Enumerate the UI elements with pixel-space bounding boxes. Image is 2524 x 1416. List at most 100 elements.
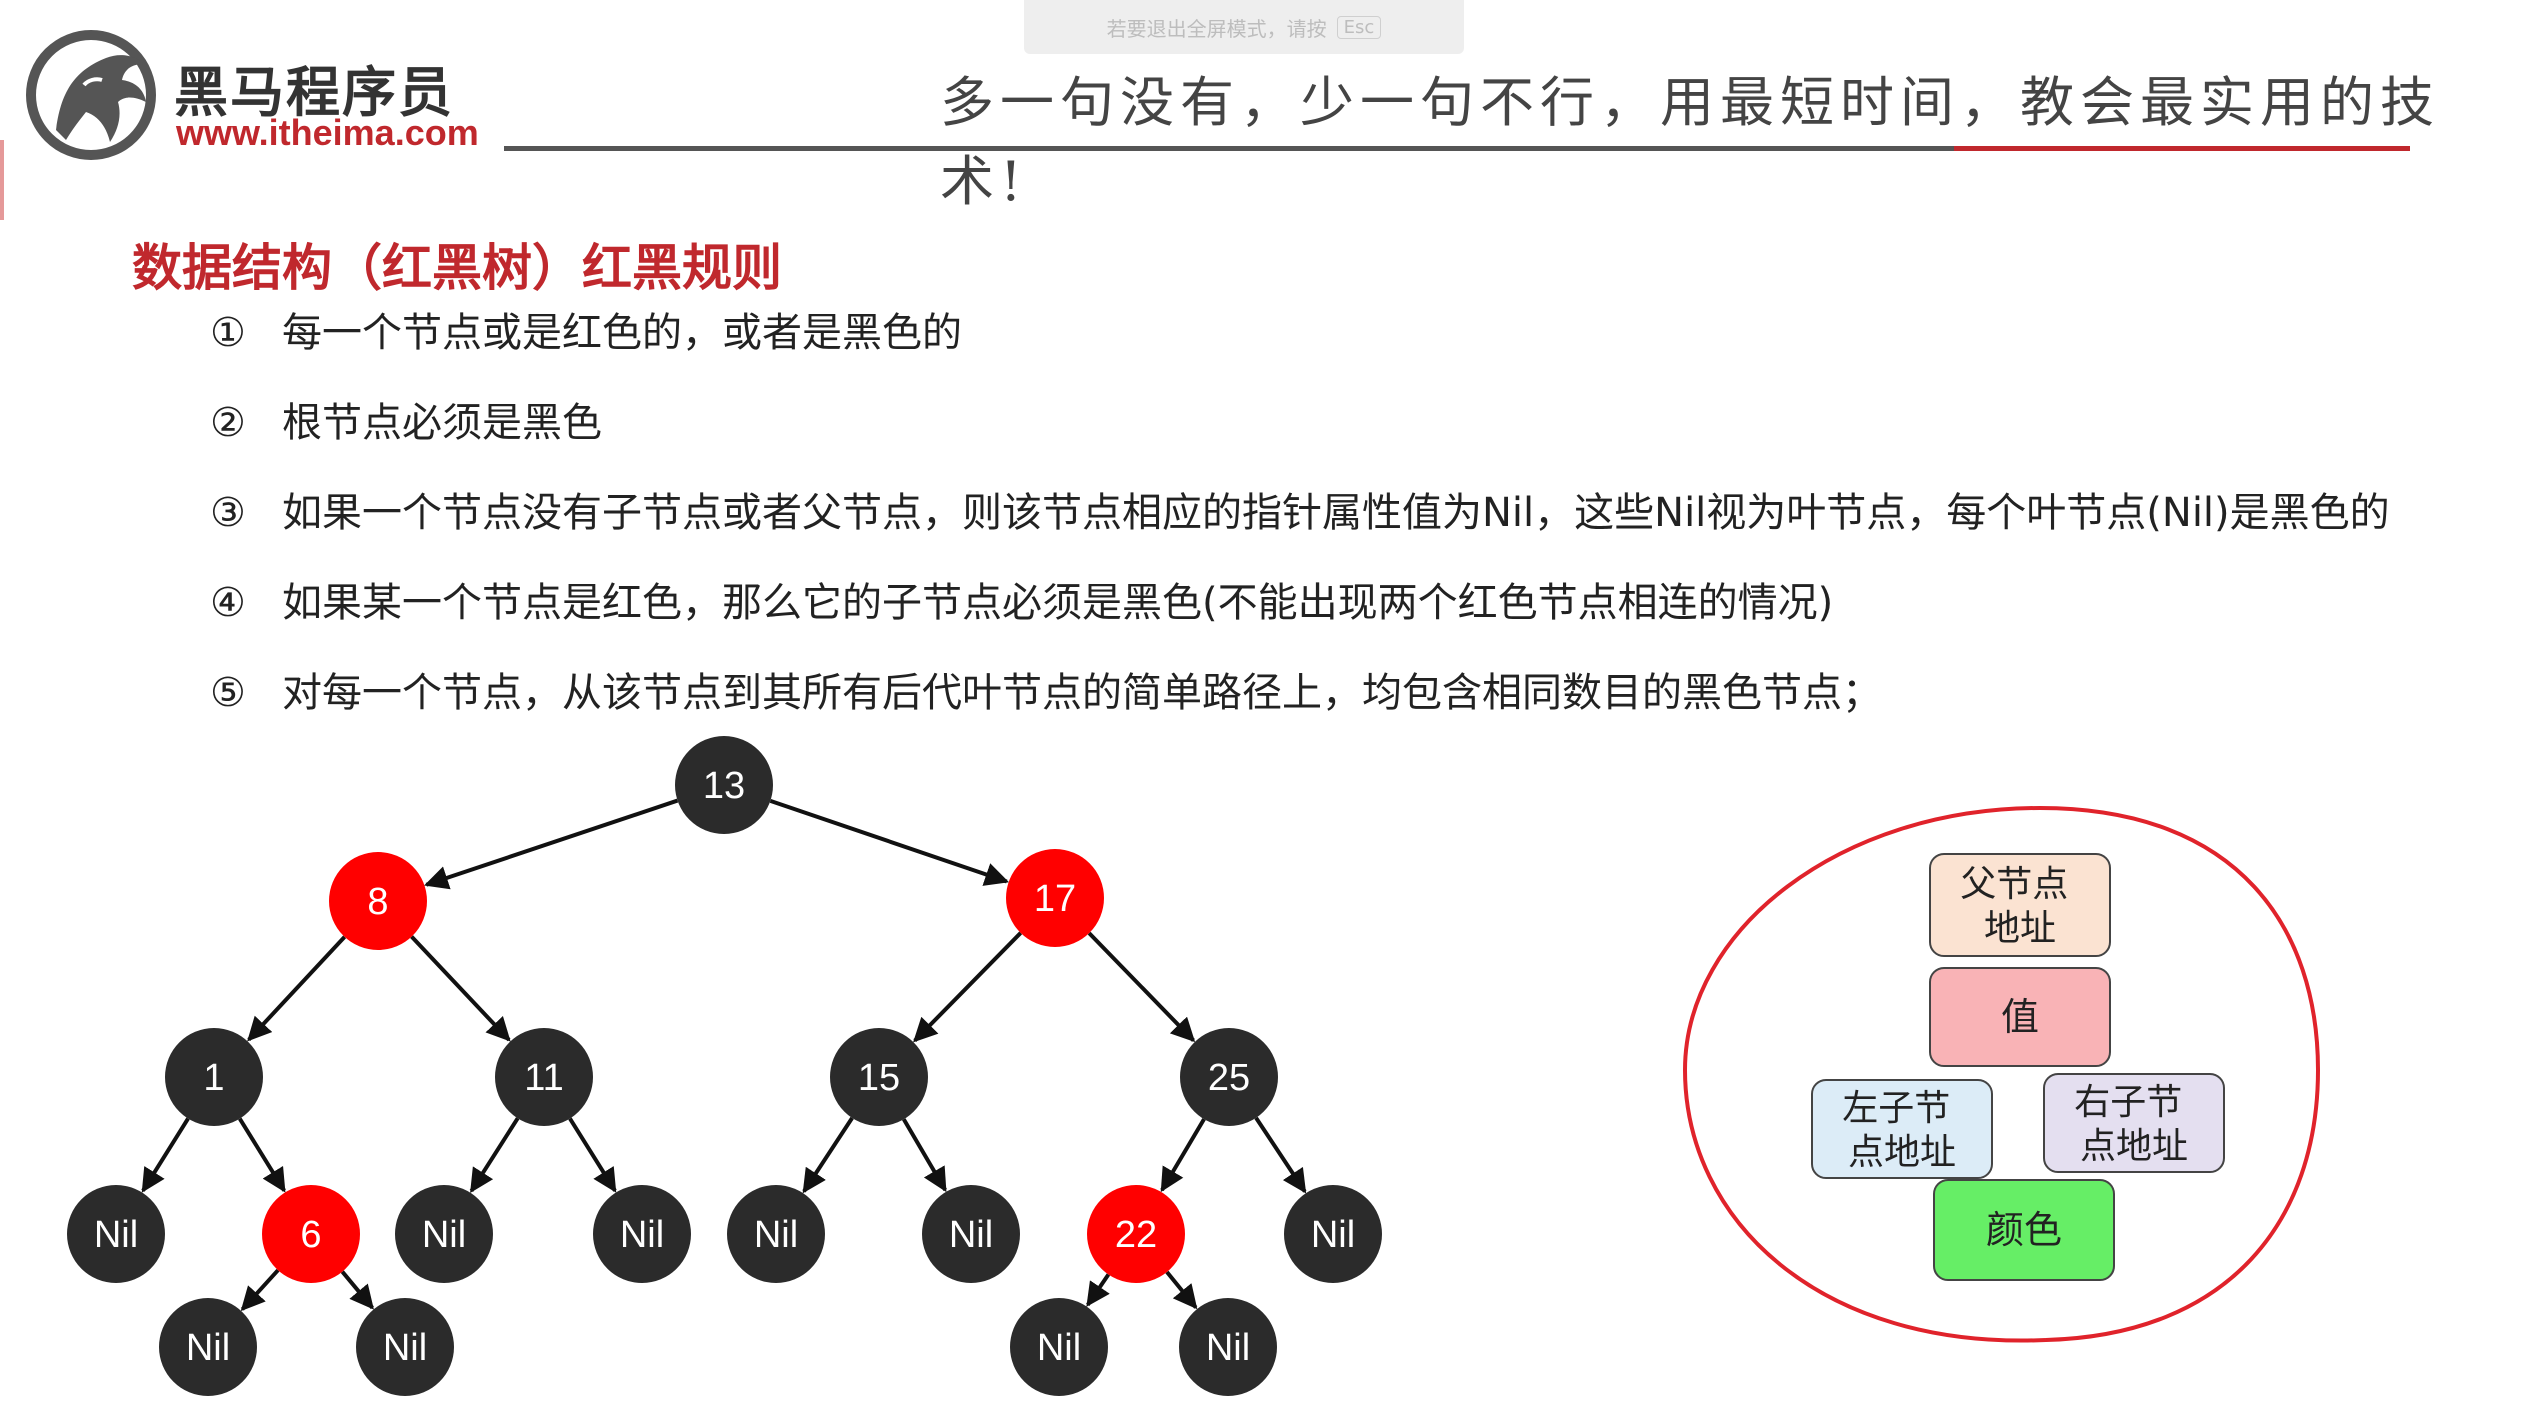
tree-edge-arrow bbox=[568, 1117, 617, 1193]
rule-number: ② bbox=[210, 400, 246, 446]
rule-item: ④ 如果某一个节点是红色，那么它的子节点必须是黑色(不能出现两个红色节点相连的情况… bbox=[210, 570, 1833, 630]
node-label: Nil bbox=[754, 1214, 798, 1256]
node-circle bbox=[67, 1185, 165, 1283]
rule-item: ⑤ 对每一个节点，从该节点到其所有后代叶节点的简单路径上，均包含相同数目的黑色节点… bbox=[210, 660, 1882, 720]
logo-title: 黑马程序员 bbox=[174, 61, 454, 124]
black-tree-node: 25 bbox=[1180, 1028, 1278, 1126]
red-tree-node: 22 bbox=[1087, 1185, 1185, 1283]
highlight-ellipse bbox=[1682, 805, 2321, 1343]
rule-text: 如果一个节点没有子节点或者父节点，则该节点相应的指针属性值为Nil，这些Nil视… bbox=[282, 490, 2390, 536]
header-divider bbox=[504, 146, 1954, 151]
node-label: 6 bbox=[300, 1214, 321, 1256]
node-circle bbox=[1087, 1185, 1185, 1283]
black-tree-node: 1 bbox=[165, 1028, 263, 1126]
tree-edges bbox=[141, 798, 1307, 1312]
nil-leaf-node: Nil bbox=[67, 1185, 165, 1283]
color-label: 颜色 bbox=[1986, 1208, 2062, 1252]
node-circle bbox=[395, 1185, 493, 1283]
node-label: Nil bbox=[422, 1214, 466, 1256]
black-tree-node: 11 bbox=[495, 1028, 593, 1126]
black-tree-node: 13 bbox=[675, 736, 773, 834]
node-label: Nil bbox=[1206, 1327, 1250, 1369]
color-box: 颜色 bbox=[1933, 1179, 2115, 1281]
nil-leaf-node: Nil bbox=[395, 1185, 493, 1283]
nil-leaf-node: Nil bbox=[593, 1185, 691, 1283]
rule-item: ③ 如果一个节点没有子节点或者父节点，则该节点相应的指针属性值为Nil，这些Nil… bbox=[210, 480, 2390, 540]
parent-address-label: 父节点 地址 bbox=[1960, 864, 2079, 949]
node-circle bbox=[593, 1185, 691, 1283]
node-circle bbox=[165, 1028, 263, 1126]
node-label: 25 bbox=[1208, 1057, 1250, 1099]
node-circle bbox=[830, 1028, 928, 1126]
node-label: Nil bbox=[1037, 1327, 1081, 1369]
red-tree-node: 8 bbox=[329, 852, 427, 950]
tree-edge-arrow bbox=[1254, 1116, 1307, 1194]
node-label: 13 bbox=[703, 765, 745, 807]
node-label: Nil bbox=[383, 1327, 427, 1369]
tree-edge-arrow bbox=[1086, 1273, 1111, 1307]
nil-leaf-node: Nil bbox=[1284, 1185, 1382, 1283]
node-circle bbox=[1010, 1298, 1108, 1396]
rule-number: ⑤ bbox=[210, 670, 246, 716]
horse-logo-icon bbox=[26, 30, 156, 160]
node-circle bbox=[1006, 849, 1104, 947]
tree-edge-arrow bbox=[769, 798, 1010, 886]
esc-key-badge: Esc bbox=[1336, 15, 1382, 39]
left-edge-accent bbox=[0, 140, 4, 220]
fullscreen-hint-text: 若要退出全屏模式，请按 bbox=[1106, 16, 1327, 41]
tree-edge-arrow bbox=[802, 1116, 854, 1194]
node-label: 17 bbox=[1034, 878, 1076, 920]
node-label: 11 bbox=[524, 1057, 563, 1099]
rule-number: ③ bbox=[210, 490, 246, 536]
rule-text: 每一个节点或是红色的，或者是黑色的 bbox=[282, 310, 962, 356]
tree-edge-arrow bbox=[469, 1117, 520, 1194]
nil-leaf-node: Nil bbox=[159, 1298, 257, 1396]
node-label: 8 bbox=[367, 881, 388, 923]
fullscreen-exit-hint: 若要退出全屏模式，请按 Esc bbox=[1024, 0, 1464, 54]
node-label: 1 bbox=[203, 1057, 224, 1099]
rule-number: ① bbox=[210, 310, 246, 356]
tree-edge-arrow bbox=[340, 1270, 374, 1310]
node-circle bbox=[262, 1185, 360, 1283]
header-divider-accent bbox=[1954, 146, 2410, 151]
node-circle bbox=[329, 852, 427, 950]
nil-leaf-node: Nil bbox=[727, 1185, 825, 1283]
tree-edge-arrow bbox=[141, 1117, 190, 1193]
tree-edge-arrow bbox=[410, 935, 511, 1042]
rule-text: 对每一个节点，从该节点到其所有后代叶节点的简单路径上，均包含相同数目的黑色节点； bbox=[282, 670, 1882, 716]
rule-item: ① 每一个节点或是红色的，或者是黑色的 bbox=[210, 300, 962, 360]
left-child-address-label: 左子节 点地址 bbox=[1842, 1088, 1961, 1173]
itheima-logo: 黑马程序员 www.itheima.com bbox=[26, 30, 479, 160]
nil-leaf-node: Nil bbox=[1179, 1298, 1277, 1396]
node-structure-diagram: 父节点 地址 值 左子节 点地址 右子节 点地址 颜色 bbox=[1682, 805, 2321, 1343]
tree-edge-arrow bbox=[424, 798, 679, 890]
tree-edge-arrow bbox=[1087, 931, 1196, 1043]
node-circle bbox=[675, 736, 773, 834]
right-child-address-box: 右子节 点地址 bbox=[2043, 1073, 2225, 1173]
red-tree-node: 17 bbox=[1006, 849, 1104, 947]
page-title: 数据结构（红黑树）红黑规则 bbox=[132, 239, 782, 297]
red-tree-node: 6 bbox=[262, 1185, 360, 1283]
node-circle bbox=[1284, 1185, 1382, 1283]
rule-number: ④ bbox=[210, 580, 246, 626]
node-label: Nil bbox=[94, 1214, 138, 1256]
rule-text: 根节点必须是黑色 bbox=[282, 400, 602, 446]
node-label: 22 bbox=[1115, 1214, 1157, 1256]
node-label: 15 bbox=[858, 1057, 900, 1099]
tree-edge-arrow bbox=[1160, 1118, 1206, 1193]
slogan: 多一句没有，少一句不行，用最短时间，教会最实用的技术! bbox=[940, 71, 2440, 213]
value-box: 值 bbox=[1929, 967, 2111, 1067]
tree-edge-arrow bbox=[247, 935, 347, 1042]
nil-leaf-node: Nil bbox=[356, 1298, 454, 1396]
left-child-address-box: 左子节 点地址 bbox=[1811, 1079, 1993, 1179]
tree-edge-arrow bbox=[902, 1118, 947, 1193]
node-circle bbox=[495, 1028, 593, 1126]
tree-edge-arrow bbox=[240, 1268, 280, 1312]
rule-text: 如果某一个节点是红色，那么它的子节点必须是黑色(不能出现两个红色节点相连的情况) bbox=[282, 580, 1834, 626]
node-label: Nil bbox=[186, 1327, 230, 1369]
tree-edge-arrow bbox=[238, 1117, 286, 1193]
node-circle bbox=[159, 1298, 257, 1396]
value-label: 值 bbox=[2001, 995, 2039, 1039]
